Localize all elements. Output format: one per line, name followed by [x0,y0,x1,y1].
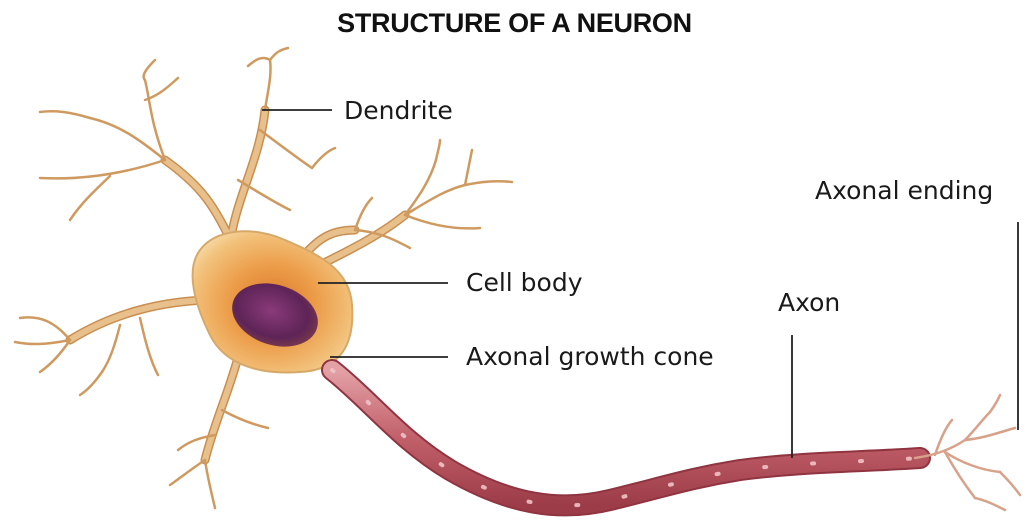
axon-terminals [915,395,1020,510]
label-cell-body: Cell body [466,268,583,298]
label-axonal-growth-cone: Axonal growth cone [466,342,714,372]
cell-body [193,231,353,372]
axon [332,370,920,505]
label-dendrite: Dendrite [344,96,453,126]
label-axonal-ending: Axonal ending [815,176,993,206]
label-axon: Axon [778,288,840,318]
